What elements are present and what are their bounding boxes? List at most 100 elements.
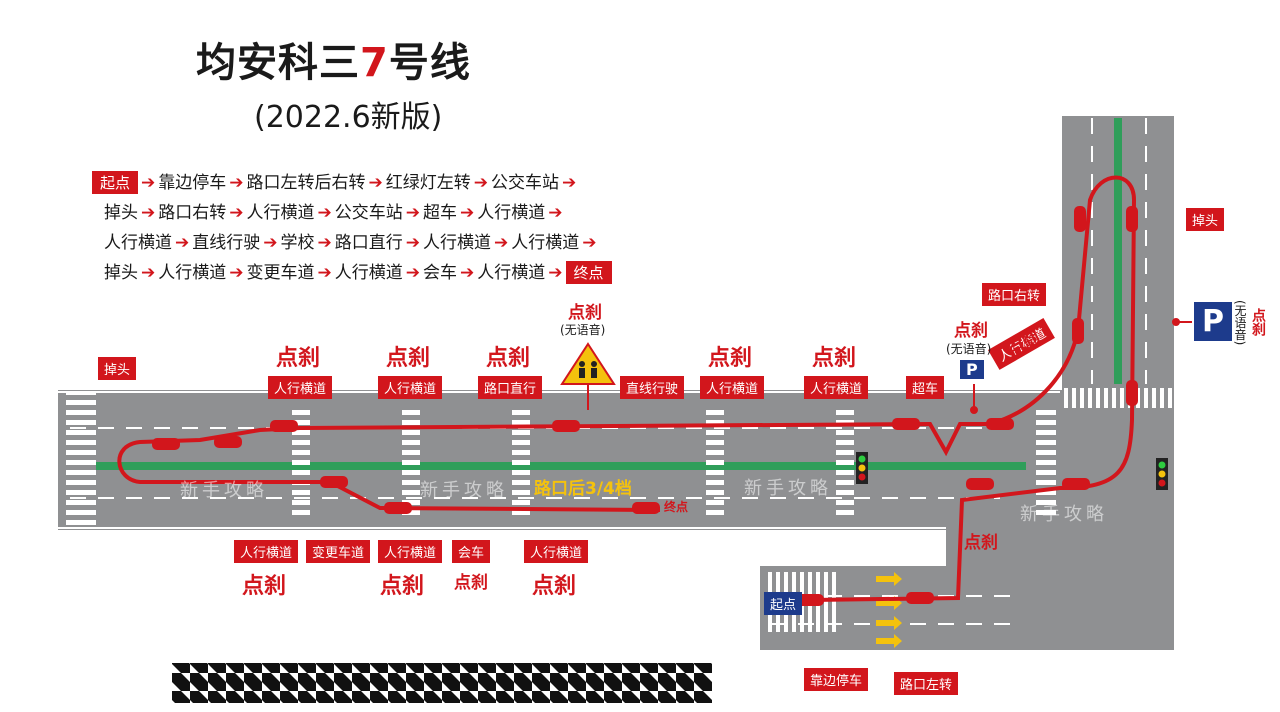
uturn-left-label: 掉头 [98,357,137,380]
brake-3: 点刹 [486,346,531,371]
route-row: 掉头➔人行横道➔变更车道➔人行横道➔会车➔人行横道➔终点 [104,258,612,284]
route-row: 掉头➔路口右转➔人行横道➔公交车站➔超车➔人行横道➔ [104,198,566,223]
arrow-right-icon: ➔ [175,233,190,253]
brake-lower: 点刹 [964,533,998,553]
route-step: 路口左转后右转 [246,173,366,193]
arrow-right-icon: ➔ [141,263,156,283]
watermark-4: 新手攻略 [1020,504,1108,525]
cars [152,206,1138,606]
parking-sign-icon: P [960,360,984,379]
brake-school: 点刹 [568,303,602,323]
route-row: 人行横道➔直线行驶➔学校➔路口直行➔人行横道➔人行横道➔ [104,228,600,253]
route-step: 直线行驶 [192,233,261,253]
route-step: 掉头 [104,203,138,223]
page-title: 均安科三7号线 [196,40,471,86]
route-step: 掉头 [104,263,138,283]
route-step: 路口直行 [334,233,403,253]
pull-over-label: 靠边停车 [804,668,869,691]
watermark-1: 新手攻略 [180,480,268,501]
median [96,462,1026,470]
uturn-right-label: 掉头 [1186,208,1225,231]
route-step: 路口右转 [158,203,227,223]
route-step: 人行横道 [477,203,546,223]
brake-7: 点刹 [380,574,425,599]
arrow-right-icon: ➔ [229,173,244,193]
route-step: 人行横道 [423,233,491,253]
route-step: 学校 [280,233,315,253]
brake-5: 点刹 [812,346,857,371]
arrow-right-icon: ➔ [263,233,278,253]
top-label-crosswalk-4: 人行横道 [804,376,869,399]
route-step: 人行横道 [511,233,580,253]
route-step: 人行横道 [158,263,227,283]
top-label-crosswalk-2: 人行横道 [378,376,443,399]
brake-4: 点刹 [708,346,753,371]
arrow-right-icon: ➔ [317,233,332,253]
arrow-right-icon: ➔ [582,233,597,253]
route-step: 公交车站 [334,203,403,223]
left-turn-label: 路口左转 [894,672,959,695]
arrow-right-icon: ➔ [562,173,577,193]
bottom-label-crosswalk-2: 人行横道 [378,540,443,563]
main-road [58,390,1058,530]
brake-9: 点刹 [532,574,577,599]
brake-parking: 点刹 [954,321,988,341]
route-step: 公交车站 [491,173,560,193]
top-label-crosswalk-1: 人行横道 [268,376,333,399]
bottom-label-crosswalk-3: 人行横道 [524,540,589,563]
route-step: 靠边停车 [158,173,227,193]
arrow-right-icon: ➔ [317,263,332,283]
route-path [117,175,1137,602]
traffic-light-1 [856,452,868,484]
turn-right-label: 路口右转 [982,283,1047,306]
lane-arrows [876,572,902,648]
parking-sign-large-icon: P [1194,302,1232,341]
start-label: 起点 [764,592,803,615]
top-label-drive-straight: 直线行驶 [620,376,685,399]
arrow-right-icon: ➔ [405,263,420,283]
route-step: 红绿灯左转 [385,173,471,193]
arrow-right-icon: ➔ [460,263,475,283]
top-label-straight-intersection: 路口直行 [478,376,543,399]
arrow-right-icon: ➔ [548,263,563,283]
arrow-right-icon: ➔ [548,203,563,223]
arrow-right-icon: ➔ [473,173,489,193]
arrow-right-icon: ➔ [405,203,420,223]
route-step: 人行横道 [477,263,546,283]
arrow-right-icon: ➔ [229,203,244,223]
route-step: 人行横道 [334,263,403,283]
brake-1: 点刹 [276,346,321,371]
route-row: 起点➔靠边停车➔路口左转后右转➔红绿灯左转➔公交车站➔ [92,168,579,194]
brake-6: 点刹 [242,574,287,599]
route-step: 终点 [565,261,612,284]
page-subtitle: (2022.6新版) [254,100,443,135]
watermark-2: 新手攻略 [420,480,508,501]
overtake-label: 超车 [906,376,945,399]
bottom-label-crosswalk-1: 人行横道 [234,540,299,563]
gear-note: 路口后3/4档 [534,479,632,499]
decorative-pattern [172,663,712,703]
brake-8: 点刹 [454,573,488,593]
brake-vertical: 点刹 [1250,308,1266,336]
route-step: 人行横道 [104,233,172,253]
arrow-right-icon: ➔ [405,233,420,253]
arrow-right-icon: ➔ [317,203,332,223]
route-step: 会车 [423,263,457,283]
no-voice-vertical: (无语音) [1233,300,1247,346]
school-sign-icon [560,342,616,410]
no-voice-parking: (无语音) [946,342,992,356]
route-step: 变更车道 [246,263,315,283]
arrow-right-icon: ➔ [229,263,244,283]
bottom-label-change-lane: 变更车道 [306,540,371,563]
no-voice-school: (无语音) [560,323,606,337]
arrow-right-icon: ➔ [368,173,383,193]
arrow-right-icon: ➔ [494,233,509,253]
route-step: 起点 [92,171,139,194]
watermark-3: 新手攻略 [744,478,832,499]
route-step: 超车 [423,203,457,223]
arrow-right-icon: ➔ [141,203,156,223]
arrow-right-icon: ➔ [460,203,475,223]
brake-2: 点刹 [386,346,431,371]
route-step: 人行横道 [246,203,315,223]
